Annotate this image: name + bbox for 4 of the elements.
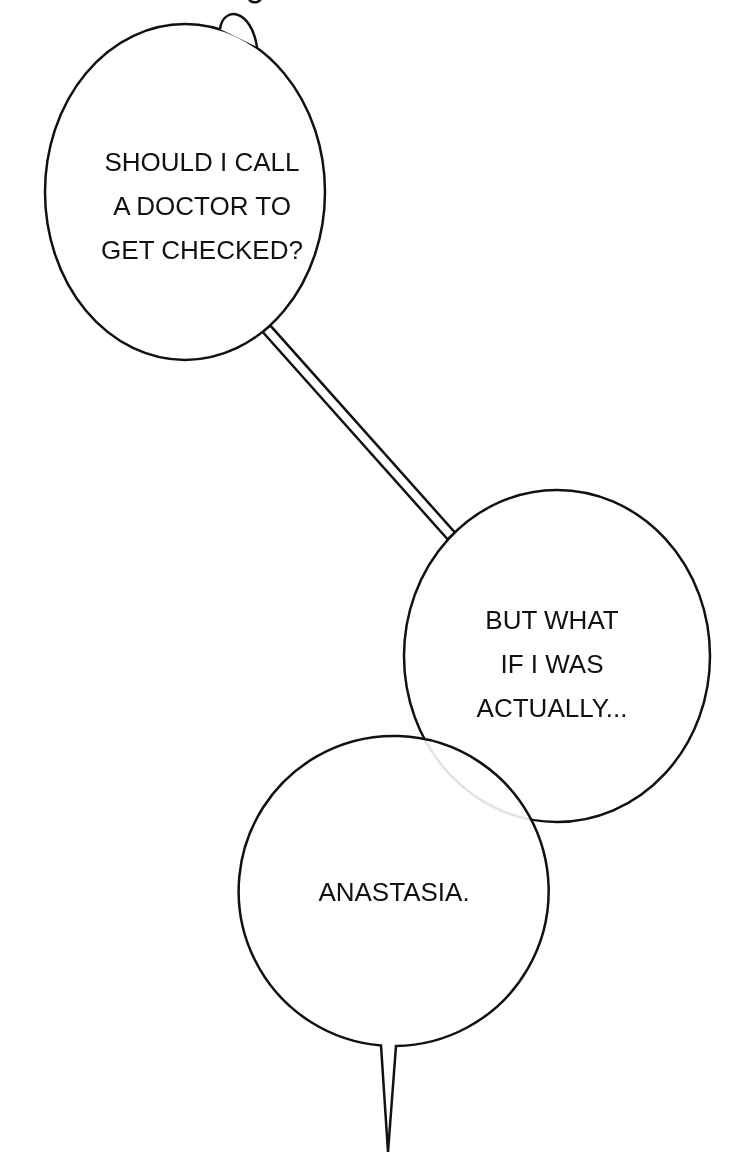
bubble-connector [260,323,457,542]
bubble-text: BUT WHAT IF I WAS ACTUALLY... [475,604,629,725]
bubble-text: ANASTASIA. [317,876,471,909]
bubble-text: SHOULD I CALL A DOCTOR TO GET CHECKED? [100,146,304,267]
